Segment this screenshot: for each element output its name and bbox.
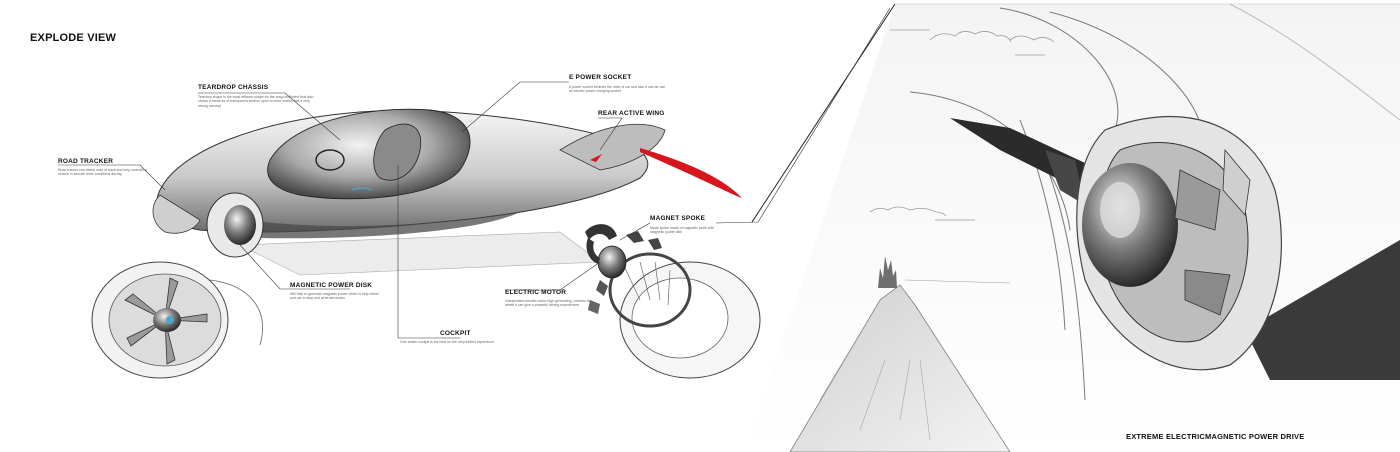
car-body (152, 108, 666, 276)
leader-teardrop-chassis (198, 92, 341, 141)
clouds (869, 29, 1055, 221)
callout-label-rear-active-wing: REAR ACTIVE WING (598, 110, 665, 117)
scene-panel (745, 3, 1400, 452)
leader-road-tracker (58, 164, 166, 191)
callout-label-road-tracker: ROAD TRACKER (58, 158, 114, 165)
rear-active-wing (640, 148, 742, 198)
wheel-closeup (1076, 115, 1400, 380)
callout-label-cockpit: COCKPIT (440, 330, 471, 337)
callout-desc-magnet-spoke: Made spoke made of magnetic parts with m… (650, 226, 714, 235)
leader-magnetic-power-disk (239, 244, 350, 290)
callout-label-electric-motor: ELECTRIC MOTOR (505, 289, 567, 296)
callout-desc-cockpit: One seater cockpit is the best for the v… (400, 340, 494, 344)
leader-magnet-spoke-panel (715, 7, 891, 224)
callout-desc-road-tracker: Road tracker can detect road of track an… (58, 168, 147, 177)
callout-desc-magnetic-power-disk: Will help to generate magnetic power whi… (290, 292, 379, 301)
exploded-front-wheel (91, 261, 263, 379)
leader-magnet-spoke (619, 222, 651, 241)
page-title: EXPLODE VIEW (30, 32, 117, 44)
leader-electric-motor (505, 261, 601, 291)
callout-label-magnet-spoke: MAGNET SPOKE (650, 215, 706, 222)
leader-rear-active-wing (598, 117, 623, 151)
callout-lines (58, 7, 891, 339)
callout-label-e-power-socket: E POWER SOCKET (569, 74, 632, 81)
callout-desc-e-power-socket: A power socket behinds the drive of car … (569, 85, 666, 94)
mountain-castle (789, 256, 1011, 452)
callout-desc-teardrop-chassis: Teardrop shape is the most efficient sha… (198, 95, 314, 108)
callout-label-magnetic-power-disk: MAGNETIC POWER DISK (290, 282, 373, 289)
callout-label-teardrop-chassis: TEARDROP CHASSIS (198, 84, 269, 91)
callout-desc-electric-motor: Independent electric motor high generati… (505, 299, 592, 308)
exploded-rear-wheel (585, 224, 761, 379)
scene-caption: EXTREME ELECTRICMAGNETIC POWER DRIVE (1126, 432, 1305, 441)
leader-e-power-socket (461, 81, 569, 133)
